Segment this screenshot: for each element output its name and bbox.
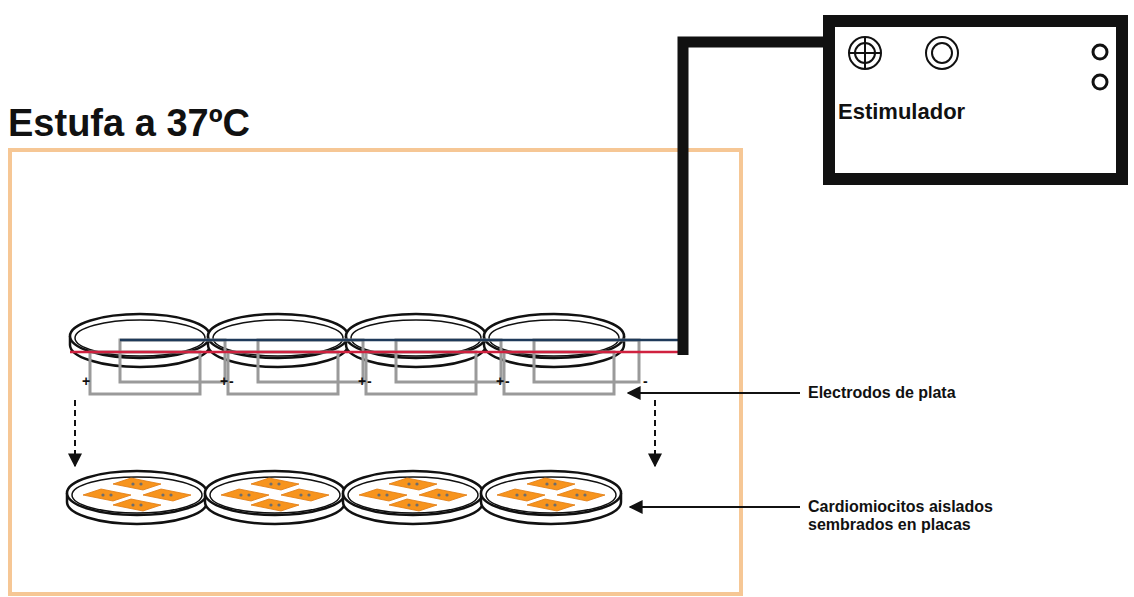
cell-dish: [481, 471, 621, 524]
polarity-plus: +: [82, 373, 90, 389]
silver-electrode: [90, 340, 225, 394]
leader-arrow: [630, 506, 800, 508]
stimulator-controls: [849, 37, 1107, 89]
silver-electrode: [504, 340, 639, 394]
electrode-label: Electrodos de plata: [808, 384, 956, 402]
transfer-arrow: [654, 400, 656, 466]
polarity-plus: +: [496, 373, 504, 389]
stimulator-box: Estimulador: [823, 15, 1128, 185]
cells-label: Cardiomiocitos aislados sembrados en pla…: [808, 498, 1008, 535]
polarity-minus: -: [505, 373, 510, 389]
transfer-arrow: [74, 400, 76, 466]
positive-wire: [70, 351, 683, 354]
silver-electrode: [366, 340, 501, 394]
cell-dish: [205, 471, 345, 524]
polarity-minus: -: [367, 373, 372, 389]
stimulation-dishes: [70, 314, 639, 394]
stimulator-cable: [683, 42, 823, 355]
culture-dishes: [67, 471, 621, 524]
cell-dish: [343, 471, 483, 524]
cell-dish: [67, 471, 207, 524]
polarity-plus: +: [358, 373, 366, 389]
incubator-box: Estufa a 37ºC: [0, 100, 745, 597]
incubator-heading: Estufa a 37ºC: [8, 102, 250, 146]
polarity-minus: -: [229, 373, 234, 389]
incubator-outline: [10, 150, 741, 594]
polarity-minus: -: [643, 373, 648, 389]
stimulator-label: Estimulador: [838, 99, 965, 124]
polarity-plus: +: [220, 373, 228, 389]
negative-wire: [120, 339, 683, 342]
leader-arrow: [628, 392, 800, 394]
silver-electrode: [228, 340, 363, 394]
